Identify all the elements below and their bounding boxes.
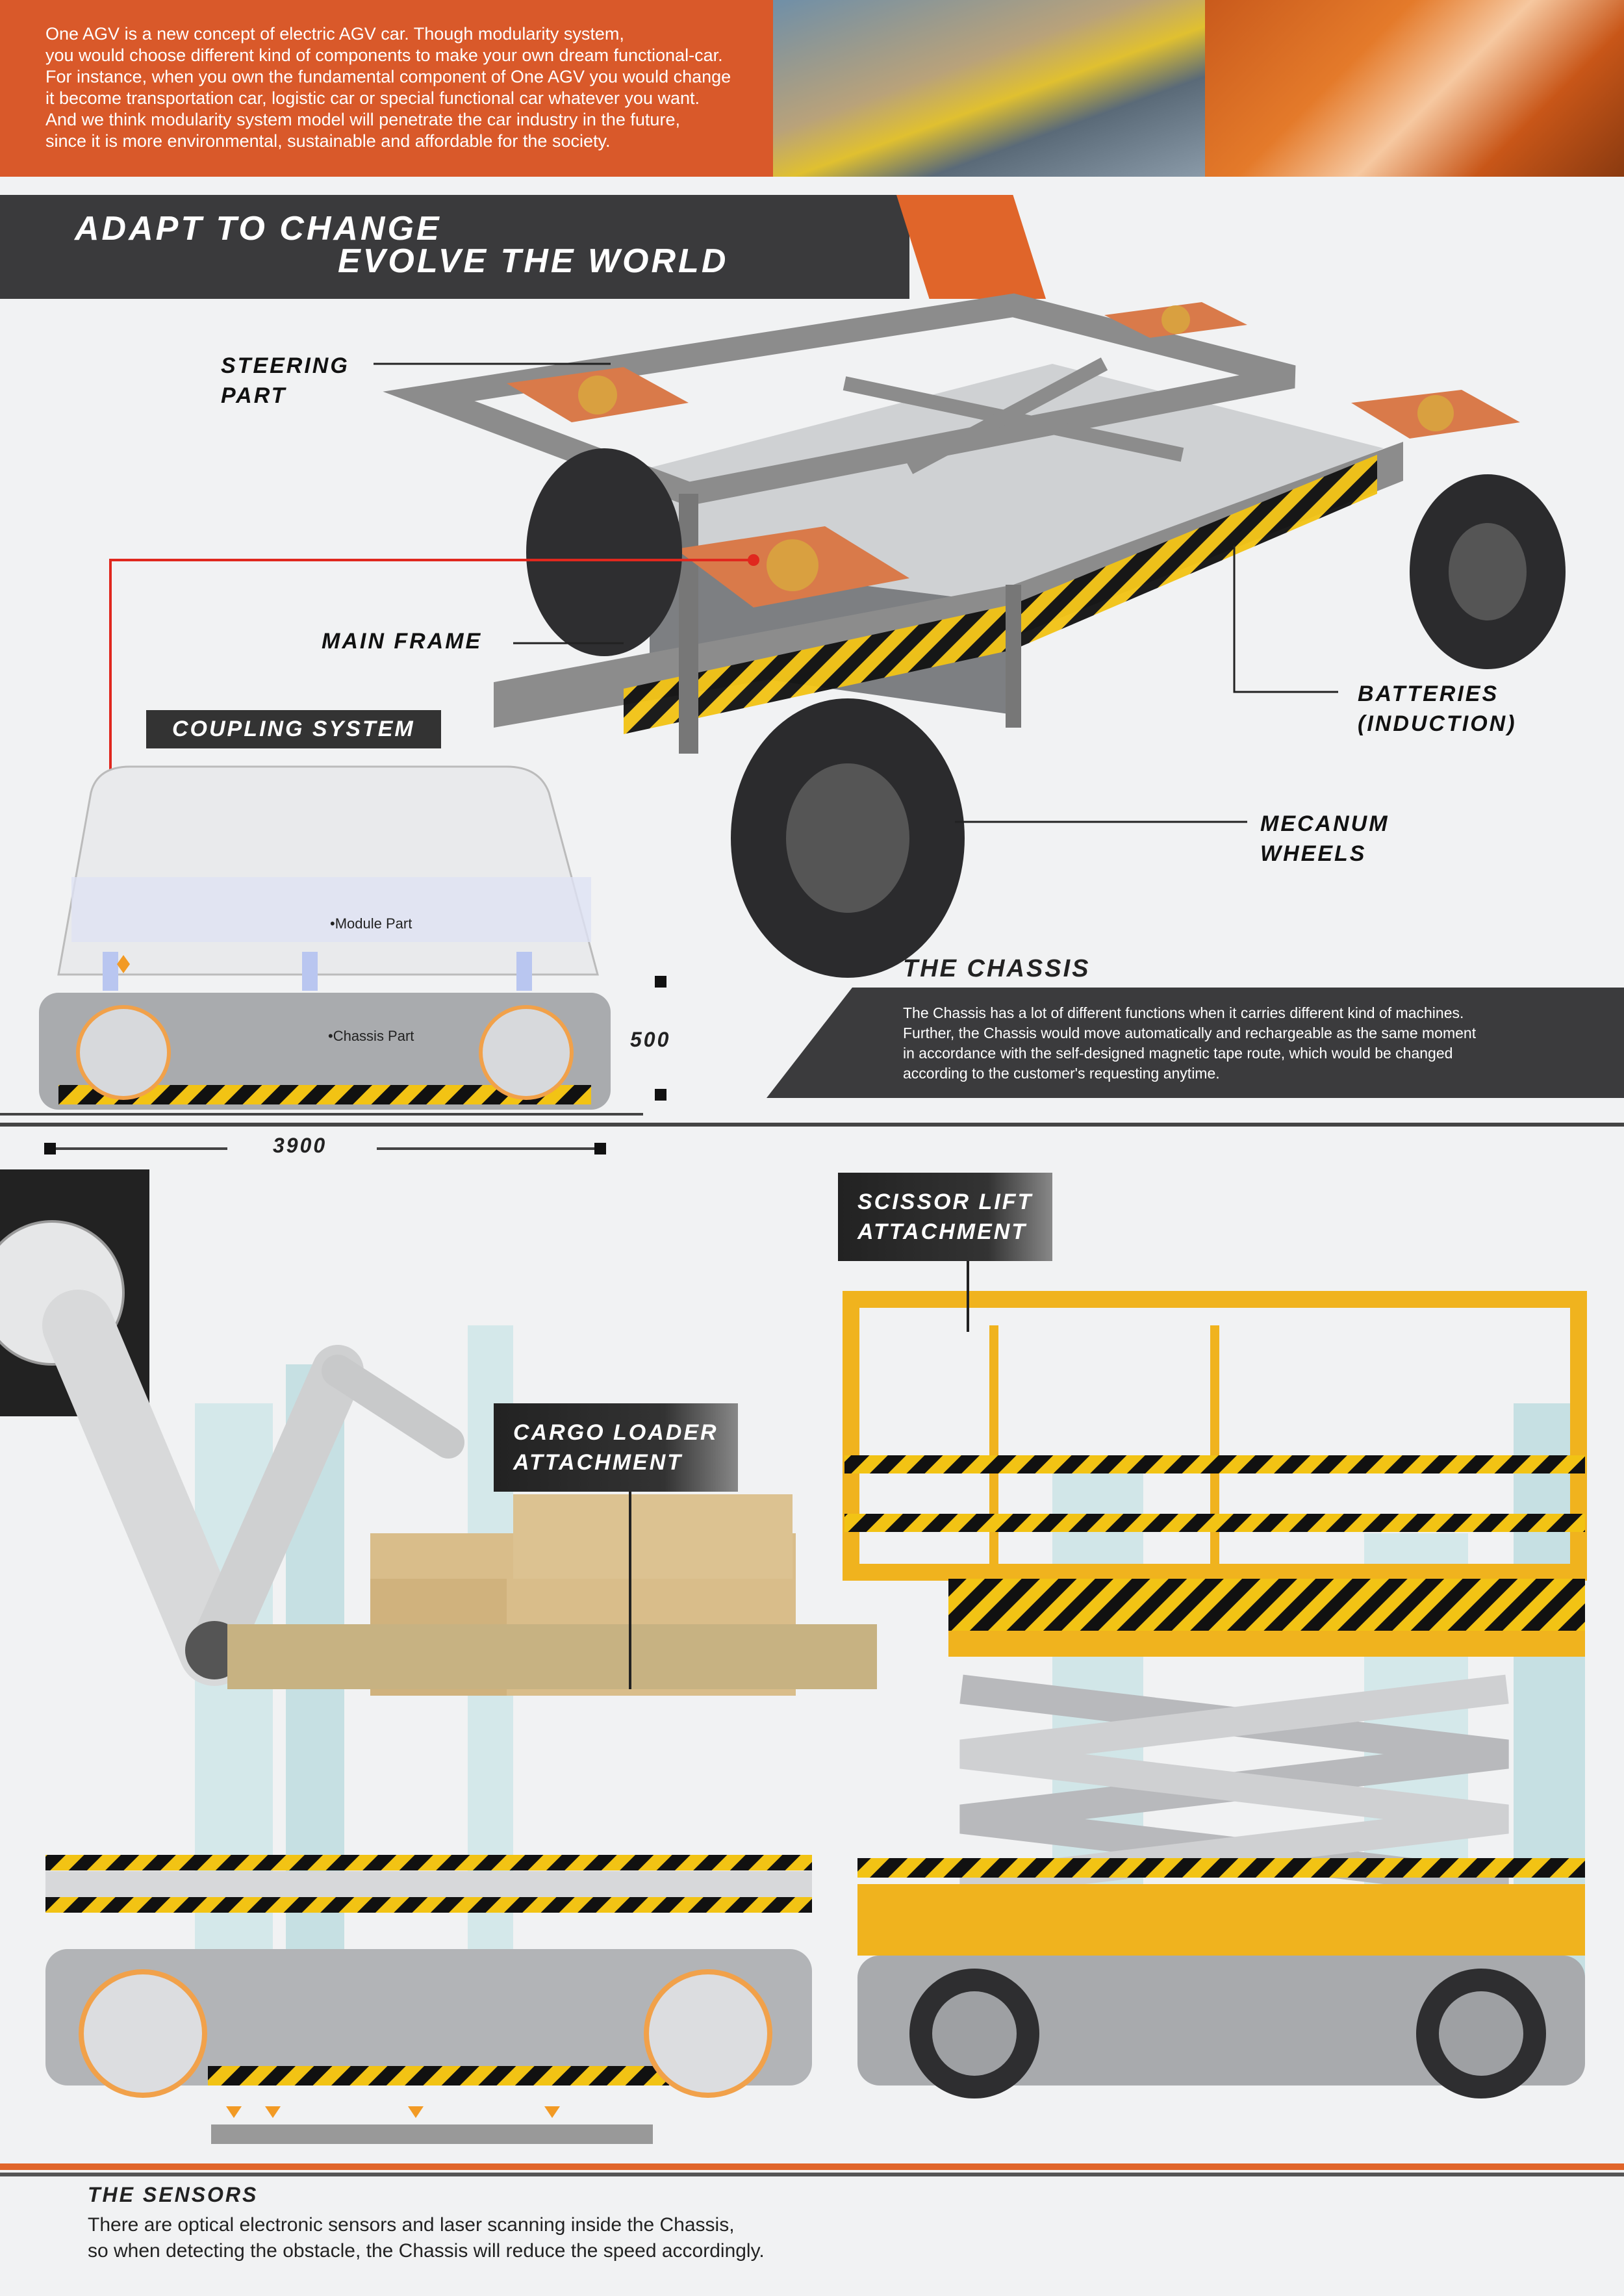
front-rail	[494, 442, 1403, 728]
chassis-part-label: •Chassis Part	[328, 1028, 414, 1044]
scissor-label-line: ATTACHMENT	[857, 1219, 1028, 1244]
intro-panel: One AGV is a new concept of electric AGV…	[0, 0, 773, 177]
cargo-label: CARGO LOADER ATTACHMENT	[494, 1403, 738, 1492]
mecanum-label-line: MECANUM	[1260, 811, 1389, 836]
chassis-line: Further, the Chassis would move automati…	[903, 1025, 1477, 1041]
steering-label-line: STEERING	[221, 353, 349, 378]
slogan-line-2: EVOLVE THE WORLD	[338, 242, 729, 280]
attachments-illustration	[0, 1169, 1624, 2176]
height-dimension: 500	[630, 1028, 671, 1051]
lift-chassis	[857, 1956, 1585, 2086]
lift-rails	[843, 1291, 1587, 1581]
cargo-chassis	[45, 1949, 812, 2086]
slogan-banner	[0, 195, 909, 299]
intro-line: you would choose different kind of compo…	[45, 45, 723, 65]
chassis-line: The Chassis has a lot of different funct…	[903, 1004, 1464, 1021]
scissor-label: SCISSOR LIFT ATTACHMENT	[838, 1173, 1053, 1261]
intro-line: And we think modularity system model wil…	[45, 110, 680, 129]
chassis-illustration	[109, 293, 1566, 978]
lift-platform-stripes	[948, 1579, 1585, 1631]
section-divider	[0, 1123, 1624, 1127]
intro-line: it become transportation car, logistic c…	[45, 88, 700, 108]
cargo-label-line: CARGO LOADER	[513, 1420, 718, 1445]
cargo-wheel	[644, 1969, 772, 2098]
batteries-label-line: BATTERIES	[1358, 682, 1499, 706]
chassis-wheel	[76, 1005, 171, 1100]
module-part-label: •Module Part	[330, 915, 412, 932]
length-dimension: 3900	[273, 1134, 327, 1157]
cargo-label-line: ATTACHMENT	[513, 1450, 683, 1475]
intro-line: For instance, when you own the fundament…	[45, 67, 731, 86]
steering-label-line: PART	[221, 383, 287, 408]
cargo-wheel	[79, 1969, 207, 2098]
steering-label: STEERING PART	[221, 351, 349, 411]
chassis-line: according to the customer's requesting a…	[903, 1065, 1220, 1082]
front-rail-stripes	[624, 455, 1377, 734]
scissor-label-line: SCISSOR LIFT	[857, 1190, 1034, 1214]
chassis-title: THE CHASSIS	[903, 955, 1091, 982]
conveyor-photo	[773, 0, 1205, 177]
cargo-rail-stripes	[45, 1855, 812, 1870]
batteries-label-line: (INDUCTION)	[1358, 711, 1517, 736]
module-shell	[57, 765, 599, 976]
mecanum-label-line: WHEELS	[1260, 841, 1367, 866]
chassis-line: in accordance with the self-designed mag…	[903, 1045, 1453, 1062]
coupling-diagram	[0, 765, 666, 1116]
batteries-label: BATTERIES (INDUCTION)	[1358, 679, 1517, 739]
sensors-description: There are optical electronic sensors and…	[88, 2212, 1257, 2264]
intro-line: One AGV is a new concept of electric AGV…	[45, 24, 624, 44]
length-dimension-line	[44, 1143, 606, 1154]
sensors-line: There are optical electronic sensors and…	[88, 2214, 735, 2236]
sensors-title: THE SENSORS	[88, 2183, 259, 2206]
chassis-wheel	[479, 1005, 574, 1100]
intro-line: since it is more environmental, sustaina…	[45, 131, 611, 151]
slogan-line-1: ADAPT TO CHANGE	[75, 210, 442, 248]
lift-base	[857, 1884, 1585, 1956]
main-frame-label: MAIN FRAME	[322, 629, 483, 654]
rear-left-wheel	[526, 448, 682, 656]
chassis-description: The Chassis has a lot of different funct…	[767, 988, 1624, 1098]
chassis-body	[39, 993, 611, 1110]
sensors-line: so when detecting the obstacle, the Chas…	[88, 2240, 765, 2262]
robot-arm	[42, 1290, 250, 1686]
robot-arm-photo	[1205, 0, 1624, 177]
coupling-label: COUPLING SYSTEM	[146, 710, 441, 748]
factory-photos	[773, 0, 1624, 177]
mecanum-label: MECANUM WHEELS	[1260, 809, 1389, 869]
